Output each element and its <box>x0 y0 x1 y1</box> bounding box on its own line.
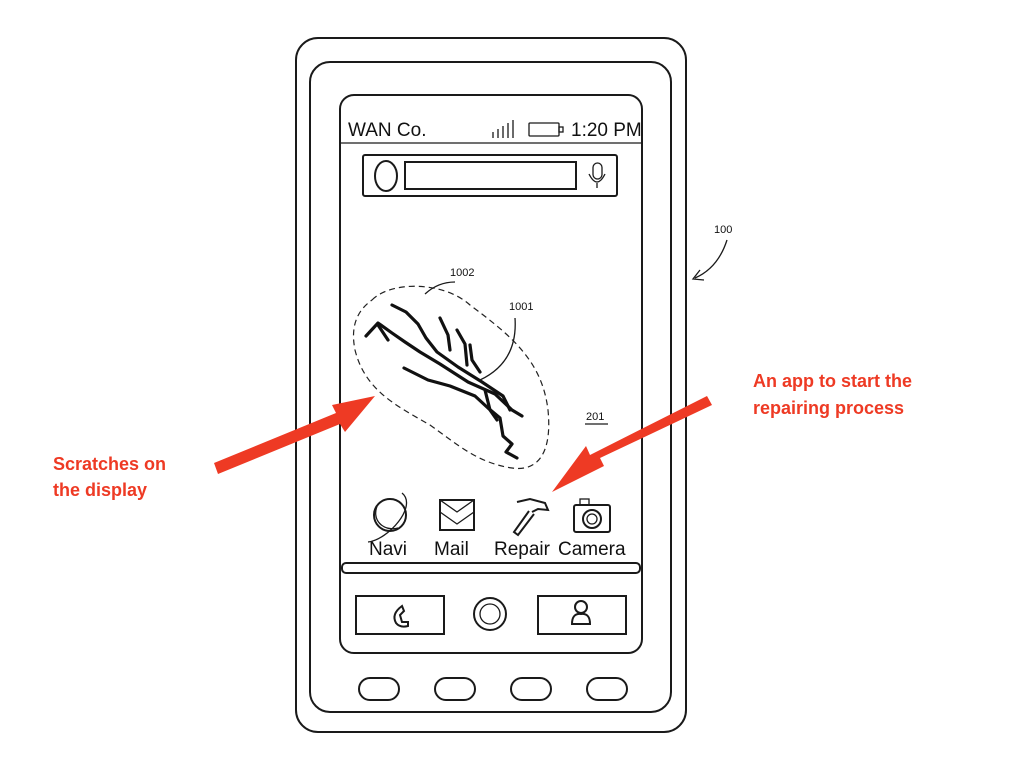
app-camera[interactable]: Camera <box>558 498 626 560</box>
search-input[interactable] <box>404 161 577 190</box>
callout-right-arrow <box>552 396 712 492</box>
ref-leader-scratches <box>479 317 516 381</box>
search-circle-icon <box>374 160 398 192</box>
ref-label-scratch-region: 1002 <box>450 267 474 279</box>
dock <box>355 595 627 635</box>
app-navi[interactable]: Navi <box>367 492 408 560</box>
phone-inner-bezel <box>309 61 672 713</box>
scratch-region-outline <box>352 285 550 470</box>
app-label-mail: Mail <box>434 539 469 560</box>
camera-icon <box>573 498 611 533</box>
app-mail[interactable]: Mail <box>434 499 475 560</box>
globe-icon <box>367 492 408 543</box>
ref-label-scratches: 1001 <box>509 301 533 313</box>
envelope-icon <box>439 499 475 531</box>
app-label-camera: Camera <box>558 539 626 560</box>
microphone-icon[interactable] <box>588 162 606 188</box>
hardware-button-3[interactable] <box>510 677 552 701</box>
screen-divider-bar <box>341 562 641 574</box>
home-button-icon <box>473 597 507 631</box>
clock-label: 1:20 PM <box>571 120 642 141</box>
hardware-button-2[interactable] <box>434 677 476 701</box>
status-bar: WAN Co. 1:20 PM <box>340 120 642 144</box>
ref-label-device: 100 <box>714 224 732 236</box>
callout-right-line2: repairing process <box>753 398 904 418</box>
phone-icon <box>393 604 409 628</box>
ref-arrow-device <box>694 239 728 279</box>
ref-label-display: 201 <box>586 411 604 423</box>
phone-screen <box>339 94 643 654</box>
home-button[interactable] <box>473 597 507 631</box>
ref-leader-scratch-region <box>424 281 456 295</box>
signal-bars-icon <box>492 120 514 138</box>
ref-arrowhead-device <box>691 269 705 281</box>
callout-left-arrow <box>214 396 375 474</box>
contacts-icon <box>570 600 592 625</box>
phone-outer-body <box>295 37 687 733</box>
contacts-dock-button[interactable] <box>537 595 627 635</box>
app-label-navi: Navi <box>369 539 407 560</box>
callout-left-line1: Scratches on <box>53 454 166 474</box>
hardware-button-1[interactable] <box>358 677 400 701</box>
battery-icon <box>528 122 564 137</box>
callout-left-line2: the display <box>53 480 147 500</box>
hammer-icon <box>512 497 550 537</box>
search-bar[interactable] <box>362 154 618 197</box>
app-repair[interactable]: Repair <box>494 497 551 560</box>
phone-dock-button[interactable] <box>355 595 445 635</box>
scratches-drawing <box>364 303 524 460</box>
hardware-buttons <box>358 677 628 701</box>
callout-right-line1: An app to start the <box>753 371 912 391</box>
carrier-label: WAN Co. <box>348 120 426 141</box>
app-label-repair: Repair <box>494 539 551 560</box>
hardware-button-4[interactable] <box>586 677 628 701</box>
